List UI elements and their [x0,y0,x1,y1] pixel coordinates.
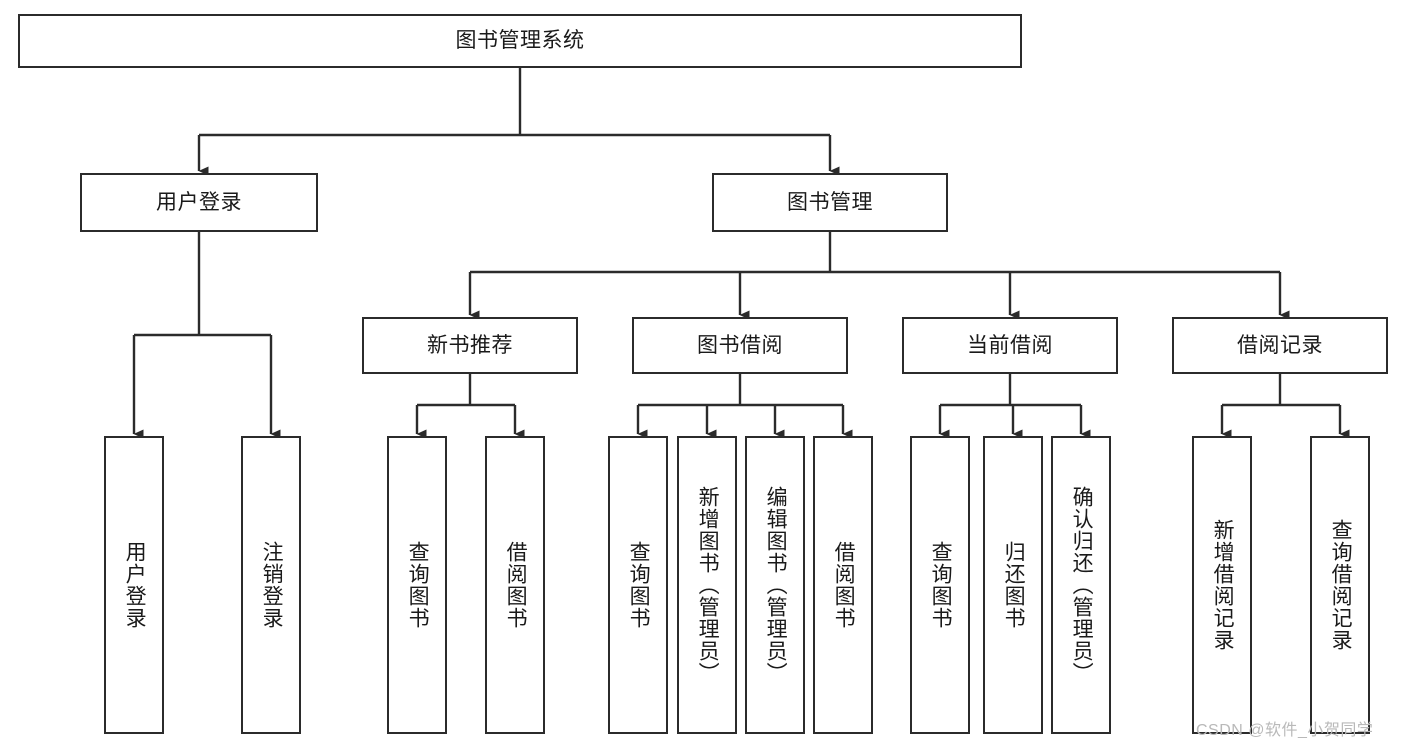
node-l4-c1[interactable]: 查询图书 [608,436,668,734]
node-l2-login[interactable]: 用户登录 [80,173,318,232]
node-label: 新增图书（管理员） [696,486,720,684]
node-l4-e1[interactable]: 新增借阅记录 [1192,436,1252,734]
node-label: 查询借阅记录 [1329,519,1353,651]
node-root[interactable]: 图书管理系统 [18,14,1022,68]
node-l3-borrow[interactable]: 图书借阅 [632,317,848,374]
node-label: 用户登录 [156,190,242,214]
node-label: 借阅记录 [1237,333,1323,357]
node-l2-books[interactable]: 图书管理 [712,173,948,232]
node-l4-c2[interactable]: 新增图书（管理员） [677,436,737,734]
node-label: 当前借阅 [967,333,1053,357]
node-l3-current[interactable]: 当前借阅 [902,317,1118,374]
node-l4-c4[interactable]: 借阅图书 [813,436,873,734]
node-label: 用户登录 [123,541,147,629]
node-label: 查询图书 [627,541,651,629]
node-label: 归还图书 [1002,541,1026,629]
node-l4-a2[interactable]: 注销登录 [241,436,301,734]
node-label: 图书管理 [787,190,873,214]
node-l4-b1[interactable]: 查询图书 [387,436,447,734]
node-label: 编辑图书（管理员） [764,486,788,684]
node-label: 图书管理系统 [455,29,585,53]
node-label: 借阅图书 [504,541,528,629]
node-l4-c3[interactable]: 编辑图书（管理员） [745,436,805,734]
node-l3-new[interactable]: 新书推荐 [362,317,578,374]
node-label: 新书推荐 [427,333,513,357]
node-l3-record[interactable]: 借阅记录 [1172,317,1388,374]
node-l4-b2[interactable]: 借阅图书 [485,436,545,734]
node-l4-d2[interactable]: 归还图书 [983,436,1043,734]
node-label: 新增借阅记录 [1211,519,1235,651]
node-label: 注销登录 [260,541,284,629]
csdn-watermark: CSDN @软件_小贺同学 [1196,722,1374,739]
node-l4-e2[interactable]: 查询借阅记录 [1310,436,1370,734]
node-label: 查询图书 [406,541,430,629]
node-label: 图书借阅 [697,333,783,357]
node-label: 确认归还（管理员） [1070,486,1094,684]
node-l4-d1[interactable]: 查询图书 [910,436,970,734]
node-l4-a1[interactable]: 用户登录 [104,436,164,734]
node-label: 查询图书 [929,541,953,629]
node-l4-d3[interactable]: 确认归还（管理员） [1051,436,1111,734]
node-label: 借阅图书 [832,541,856,629]
